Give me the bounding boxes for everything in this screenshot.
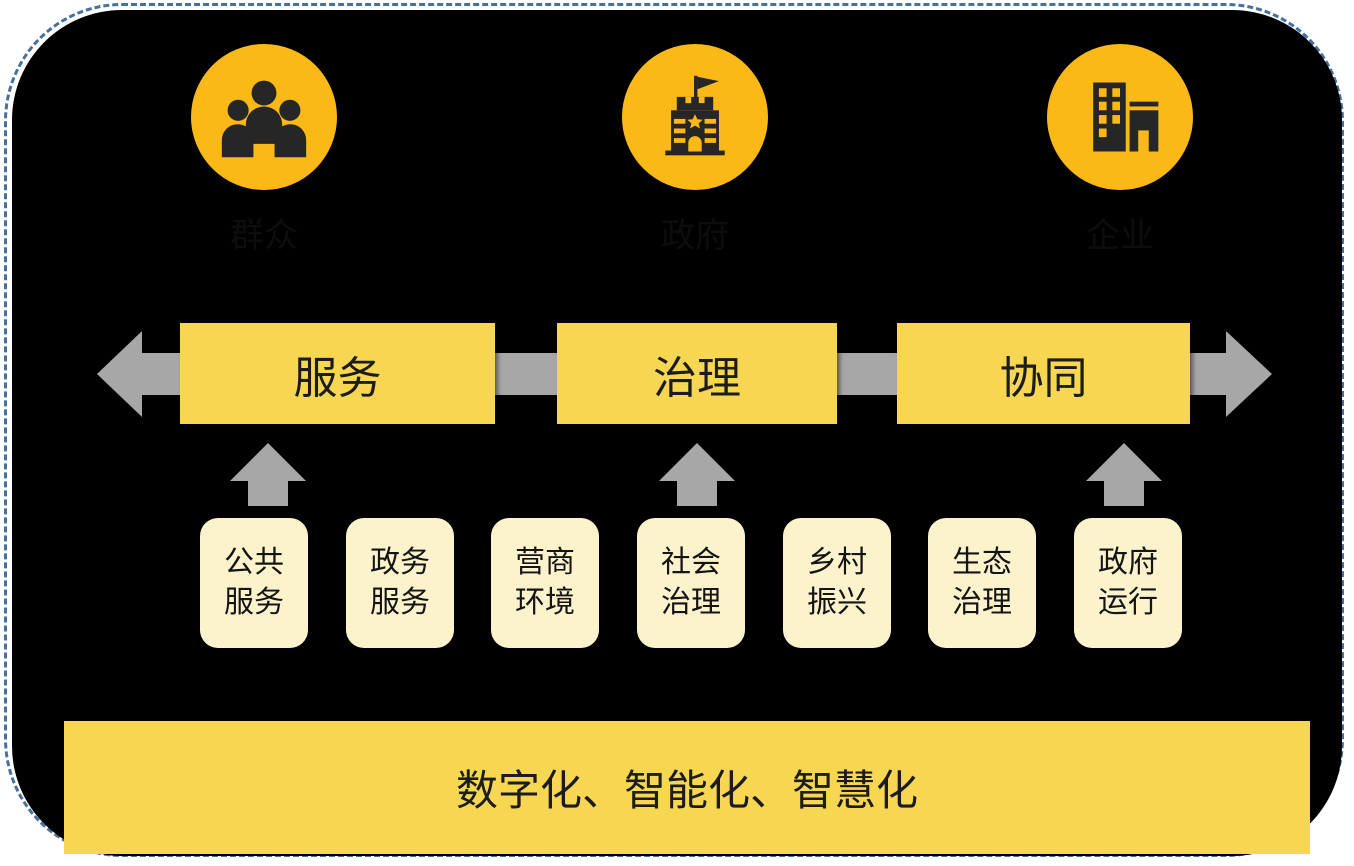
domain-box-government-service: 政务 服务: [346, 518, 454, 648]
actor-circle-government: [622, 44, 768, 190]
domain-label-line: 政务: [370, 546, 430, 579]
actor-label-enterprise: 企业: [1086, 217, 1154, 255]
domain-label-line: 治理: [952, 586, 1012, 619]
domain-label-line: 运行: [1098, 586, 1158, 619]
domain-label-line: 乡村: [807, 546, 867, 579]
stage-box-collaboration: 协同: [897, 323, 1190, 424]
domain-label-line: 振兴: [807, 586, 867, 619]
domain-box-ecological-governance: 生态 治理: [928, 518, 1036, 648]
stage-box-service: 服务: [180, 323, 495, 424]
government-building-icon: [665, 75, 725, 156]
up-arrow-icon: [230, 443, 306, 506]
domain-label-line: 服务: [370, 586, 430, 619]
domain-box-rural-revitalization: 乡村 振兴: [783, 518, 891, 648]
domain-label-line: 公共: [224, 546, 284, 579]
flow-arrowhead-right: [1226, 331, 1272, 417]
domain-box-social-governance: 社会 治理: [637, 518, 745, 648]
flow-arrowhead-left: [97, 331, 142, 417]
domain-label-line: 环境: [515, 586, 575, 619]
up-arrow-icon: [659, 443, 735, 506]
bottom-banner: 数字化、智能化、智慧化: [64, 721, 1310, 854]
domain-label-line: 治理: [661, 586, 721, 619]
people-group-icon: [221, 80, 307, 158]
domain-label-line: 政府: [1098, 546, 1158, 579]
up-arrow-icon: [1086, 443, 1162, 506]
domain-label-line: 服务: [224, 586, 284, 619]
domain-box-business-environment: 营商 环境: [491, 518, 599, 648]
domain-box-government-operation: 政府 运行: [1074, 518, 1182, 648]
domain-label-line: 生态: [952, 546, 1012, 579]
enterprise-buildings-icon: [1093, 82, 1159, 152]
domain-label-line: 社会: [661, 546, 721, 579]
stage-box-governance: 治理: [557, 323, 837, 424]
domain-box-public-service: 公共 服务: [200, 518, 308, 648]
domain-label-line: 营商: [515, 546, 575, 579]
actor-label-public: 群众: [230, 217, 298, 255]
bottom-banner-label: 数字化、智能化、智慧化: [455, 767, 918, 814]
actor-circle-enterprise: [1047, 44, 1193, 190]
actor-label-government: 政府: [661, 217, 729, 255]
actor-circle-public: [191, 44, 337, 190]
